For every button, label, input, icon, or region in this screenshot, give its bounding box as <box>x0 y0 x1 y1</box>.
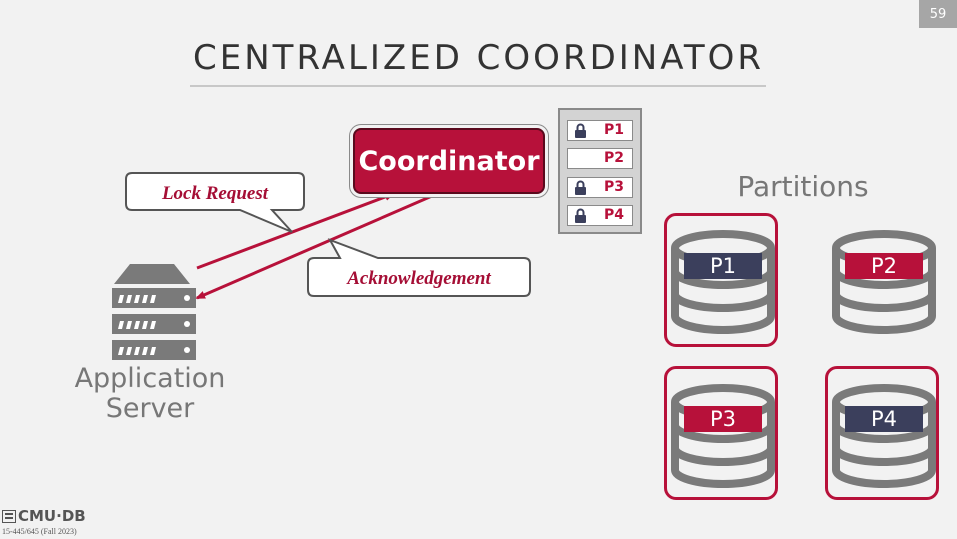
lock-row-p4: P4 <box>567 205 633 226</box>
server-label: Application Server <box>50 364 250 424</box>
partition-label-p1: P1 <box>684 253 762 279</box>
lock-row-label: P3 <box>603 179 624 195</box>
lock-row-p2: P2 <box>567 148 633 169</box>
partition-frame-p4 <box>825 366 939 500</box>
database-icon <box>675 388 771 484</box>
request-arrow <box>196 192 395 270</box>
acknowledgement-text: Acknowledgement <box>346 268 491 289</box>
server-label-line1: Application <box>74 363 226 394</box>
lock-row-label: P1 <box>603 122 624 138</box>
lock-icon <box>575 180 586 195</box>
database-icon <box>675 234 771 330</box>
database-icon <box>836 234 932 330</box>
lock-request-callout: Lock Request <box>125 172 305 233</box>
lock-row-p3: P3 <box>567 177 633 198</box>
cmu-db-logo: CMU·DB <box>2 507 86 525</box>
lock-table: P1 P2 P3 P4 <box>558 108 642 234</box>
partition-label-p4: P4 <box>845 406 923 432</box>
partitions-title: Partitions <box>737 170 869 203</box>
response-arrow <box>195 194 433 300</box>
server-icon <box>112 264 196 360</box>
course-label: 15-445/645 (Fall 2023) <box>2 527 77 536</box>
lock-request-text: Lock Request <box>161 183 269 204</box>
coordinator-box: Coordinator <box>353 128 545 194</box>
partition-label-p3: P3 <box>684 406 762 432</box>
server-label-line2: Server <box>105 393 195 424</box>
partition-frame-p3 <box>664 366 778 500</box>
database-icon <box>836 388 932 484</box>
lock-icon <box>575 208 586 223</box>
slide-title: CENTRALIZED COORDINATOR <box>193 38 764 78</box>
logo-mark-icon <box>2 509 16 523</box>
logo-text: CMU·DB <box>18 507 86 525</box>
partition-frame-p1 <box>664 213 778 347</box>
slide-number: 59 <box>919 0 957 28</box>
acknowledgement-callout: Acknowledgement <box>307 238 531 297</box>
lock-row-label: P2 <box>603 150 624 166</box>
partition-label-p2: P2 <box>845 253 923 279</box>
lock-row-label: P4 <box>603 207 624 223</box>
lock-icon <box>575 123 586 138</box>
title-divider <box>190 85 766 87</box>
lock-row-p1: P1 <box>567 120 633 141</box>
